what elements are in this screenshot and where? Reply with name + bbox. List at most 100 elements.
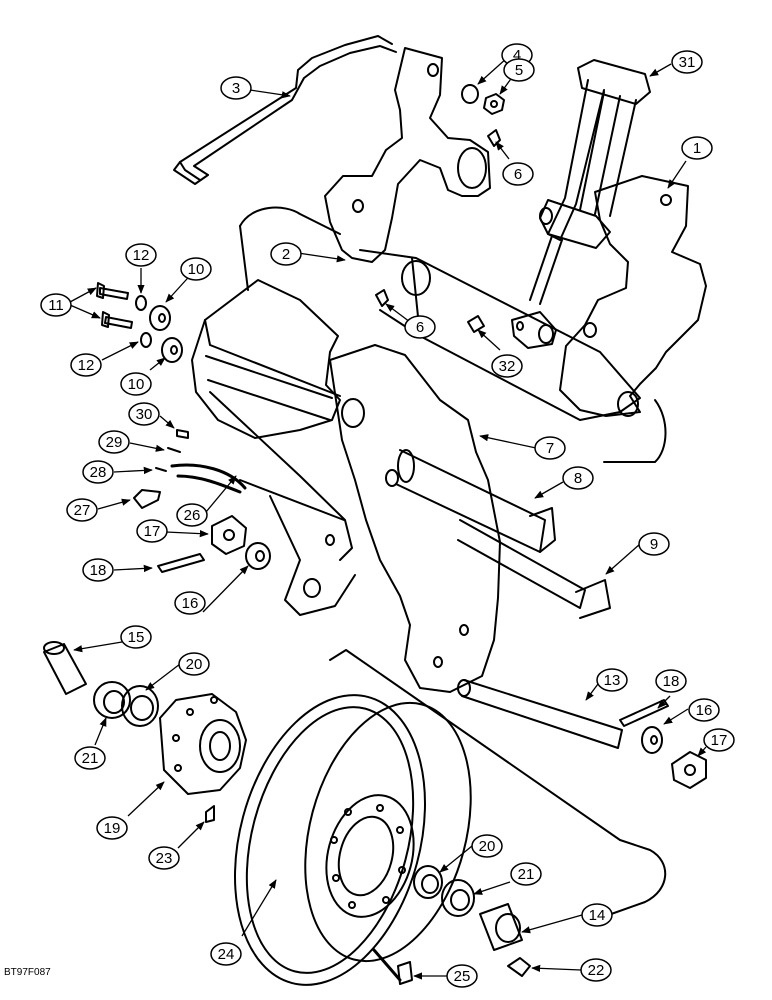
- cotter-pin-18-left: [157, 553, 205, 573]
- leader-6b: [385, 303, 411, 323]
- callout-c24: 24: [210, 942, 242, 966]
- callout-c25: 25: [446, 964, 478, 988]
- callout-balloon: [74, 746, 106, 770]
- callout-number: 28: [90, 464, 107, 481]
- wheel-rim-24-part: [234, 694, 472, 986]
- callout-c17b: 17: [703, 728, 735, 752]
- callout-number: 30: [136, 406, 153, 423]
- u-bolt-part: [173, 35, 397, 185]
- callout-balloon: [128, 402, 160, 426]
- callout-c22: 22: [580, 958, 612, 982]
- callout-number: 8: [574, 470, 582, 487]
- leader-8: [534, 481, 564, 499]
- callout-c21b: 21: [510, 862, 542, 886]
- valve-stem: [372, 948, 402, 982]
- callout-c1: 1: [681, 136, 713, 160]
- callout-balloon: [534, 436, 566, 460]
- callout-c3: 3: [220, 76, 252, 100]
- bearing-cup-20-right: [413, 865, 443, 899]
- callout-number: 16: [182, 595, 199, 612]
- callout-balloon: [581, 903, 613, 927]
- callout-balloon: [638, 532, 670, 556]
- callout-c8: 8: [562, 466, 594, 490]
- callout-balloon: [681, 136, 713, 160]
- spacer-10-upper: [149, 305, 171, 331]
- callout-balloon: [125, 243, 157, 267]
- leader-23: [177, 821, 205, 849]
- callout-number: 12: [133, 247, 150, 264]
- leader-6a: [495, 141, 510, 160]
- callout-number: 1: [693, 140, 701, 157]
- leader-17b: [697, 746, 707, 757]
- cylinder-part: [511, 59, 651, 349]
- callout-number: 17: [144, 523, 161, 540]
- callout-number: 19: [104, 820, 121, 837]
- callout-c26: 26: [176, 503, 208, 527]
- callout-balloon: [40, 293, 72, 317]
- callout-balloon: [502, 162, 534, 186]
- callout-c15: 15: [120, 625, 152, 649]
- clip-32-part: [467, 315, 485, 333]
- callout-c30: 30: [128, 402, 160, 426]
- leader-12b: [101, 341, 139, 361]
- spring-28-part: [155, 467, 167, 472]
- bearing-21-left: [93, 681, 131, 719]
- callout-balloon: [503, 58, 535, 82]
- callout-number: 10: [128, 376, 145, 393]
- sleeve-14-part: [479, 903, 523, 951]
- callout-c21a: 21: [74, 746, 106, 770]
- callout-number: 14: [589, 907, 606, 924]
- leader-13: [585, 683, 599, 701]
- leader-32: [477, 329, 501, 351]
- callout-c5: 5: [503, 58, 535, 82]
- washer-16-right: [641, 726, 663, 754]
- callout-balloon: [98, 430, 130, 454]
- callout-number: 10: [188, 261, 205, 278]
- callout-balloon: [270, 242, 302, 266]
- callout-number: 27: [74, 502, 91, 519]
- callout-c2: 2: [270, 242, 302, 266]
- callout-balloon: [178, 652, 210, 676]
- figure-reference: BT97F087: [4, 967, 51, 978]
- callout-c16b: 16: [688, 698, 720, 722]
- leader-11b: [69, 304, 101, 319]
- axle-13-part: [457, 679, 623, 749]
- upper-arm-bracket-part: [324, 47, 491, 296]
- callout-number: 25: [454, 968, 471, 985]
- fitting-6-upper: [487, 129, 501, 147]
- leader-27: [97, 498, 131, 510]
- pin-30-part: [176, 429, 189, 439]
- callout-balloon: [176, 503, 208, 527]
- pin-8-part: [395, 449, 556, 553]
- washer-12-upper: [135, 295, 147, 311]
- leader-18b: [657, 695, 671, 709]
- sleeve-15-part: [43, 641, 87, 695]
- callout-number: 6: [416, 319, 424, 336]
- leader-18a: [113, 564, 153, 573]
- callout-number: 5: [515, 62, 523, 79]
- callout-number: 24: [218, 946, 235, 963]
- callout-balloon: [96, 816, 128, 840]
- bolt-11-upper: [96, 282, 129, 300]
- callout-number: 21: [518, 866, 535, 883]
- callout-c7: 7: [534, 436, 566, 460]
- callout-number: 11: [48, 297, 64, 314]
- callout-c16a: 16: [174, 591, 206, 615]
- callout-c14: 14: [581, 903, 613, 927]
- callout-balloon: [136, 519, 168, 543]
- leader-15: [73, 641, 123, 653]
- callout-c12b: 12: [70, 353, 102, 377]
- callout-c18b: 18: [655, 669, 687, 693]
- callout-number: 13: [604, 672, 621, 689]
- callout-balloon: [70, 353, 102, 377]
- callout-c12a: 12: [125, 243, 157, 267]
- leader-30: [159, 415, 175, 429]
- leader-14: [521, 914, 583, 934]
- callout-number: 18: [663, 673, 680, 690]
- leader-2: [297, 252, 346, 263]
- callout-number: 9: [650, 536, 658, 553]
- callout-number: 26: [184, 507, 201, 524]
- leader-7: [479, 434, 537, 449]
- bearing-cup-20-left: [121, 685, 159, 727]
- callout-c29: 29: [98, 430, 130, 454]
